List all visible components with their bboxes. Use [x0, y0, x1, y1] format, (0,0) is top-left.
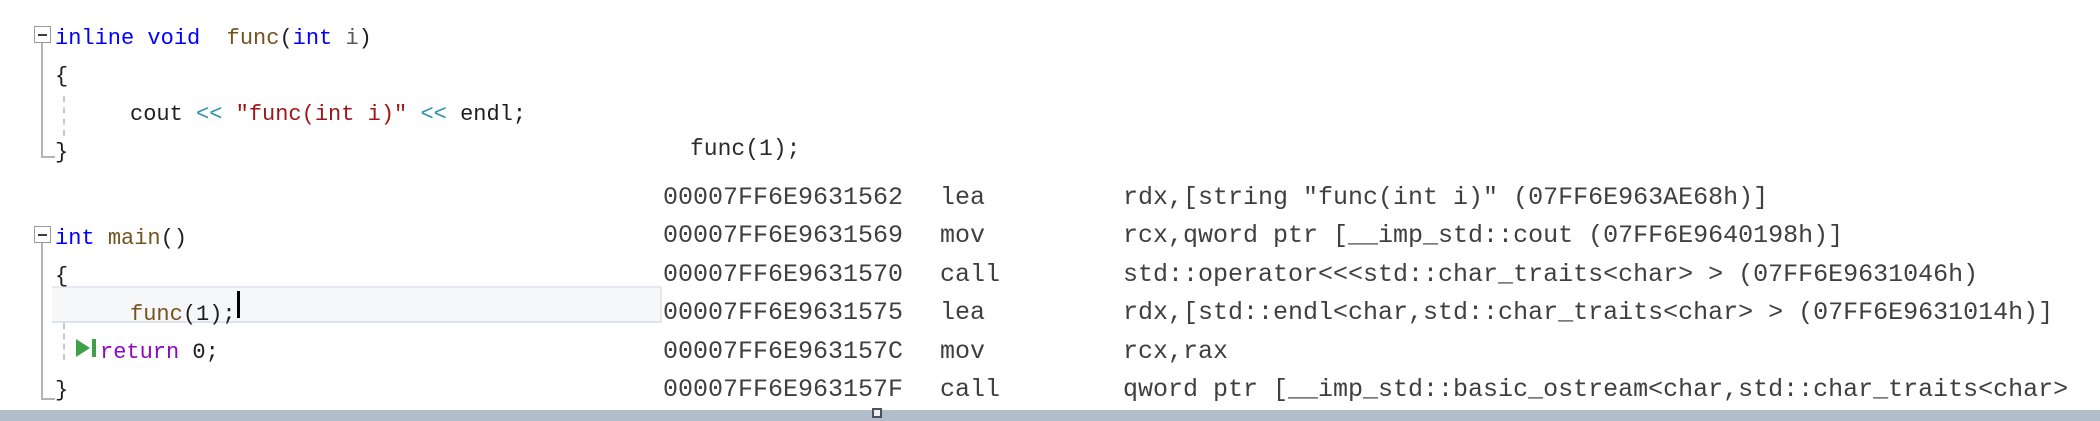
- code-token: [200, 26, 226, 51]
- code-token: return: [100, 340, 180, 365]
- indent-guide: [63, 292, 65, 360]
- outline-bracket-foot-func: [41, 156, 55, 158]
- disassembly-row[interactable]: 00007FF6E9631569 mov rcx,qword ptr [__imp_…: [0, 220, 2100, 254]
- code-line[interactable]: {: [55, 262, 68, 294]
- code-token: <<: [420, 102, 447, 127]
- code-token: [407, 102, 420, 127]
- window-edge-strip: [0, 408, 2100, 421]
- code-token: "func(int i)": [235, 102, 408, 127]
- disassembly-row[interactable]: 00007FF6E963157C mov rcx,rax: [0, 336, 2100, 370]
- disassembly-address: 00007FF6E963157C: [663, 337, 904, 366]
- code-token: }: [55, 140, 69, 165]
- code-line[interactable]: }: [55, 376, 68, 408]
- code-line[interactable]: {: [55, 62, 68, 94]
- code-token: main: [107, 226, 161, 251]
- code-token: func: [226, 26, 280, 51]
- disassembly-source-line[interactable]: func(1);: [690, 136, 801, 162]
- code-token: [222, 102, 235, 127]
- indent-guide: [63, 96, 65, 136]
- disassembly-address: 00007FF6E9631569: [663, 221, 904, 250]
- outline-bracket-foot-main: [41, 398, 55, 400]
- code-token: endl;: [446, 102, 527, 127]
- disassembly-operand: rcx,rax: [1123, 337, 1229, 366]
- collapse-toggle-func[interactable]: [34, 26, 51, 43]
- outline-bracket-main: [41, 243, 43, 398]
- minus-icon: [38, 233, 47, 236]
- disassembly-operand: rdx,[string "func(int i)" (07FF6E963AE68…: [1123, 183, 1769, 212]
- disassembly-row[interactable]: 00007FF6E963157F call qword ptr [__imp_std…: [0, 374, 2100, 408]
- code-token: inline void: [55, 26, 201, 51]
- code-line[interactable]: func(1);: [130, 300, 236, 332]
- disassembly-row[interactable]: 00007FF6E9631575 lea rdx,[std::endl<char,s…: [0, 297, 2100, 331]
- disassembly-address: 00007FF6E9631575: [663, 298, 904, 327]
- code-token: (): [160, 226, 188, 251]
- disassembly-address: 00007FF6E9631570: [663, 260, 904, 289]
- disassembly-mnemonic: call: [940, 375, 1001, 404]
- disassembly-mnemonic: call: [940, 260, 1001, 289]
- code-token: <<: [196, 102, 223, 127]
- disassembly-address: 00007FF6E963157F: [663, 375, 904, 404]
- disassembly-mnemonic: mov: [940, 337, 986, 366]
- play-triangle-icon: [76, 339, 90, 357]
- current-line-highlight: [52, 286, 662, 323]
- disassembly-mnemonic: lea: [940, 298, 986, 327]
- code-token: 0;: [179, 340, 219, 365]
- code-line[interactable]: return 0;: [100, 338, 219, 370]
- outline-bracket-func: [41, 43, 43, 156]
- disassembly-operand: rdx,[std::endl<char,std::char_traits<cha…: [1123, 298, 2054, 327]
- splitter-handle[interactable]: [872, 408, 882, 418]
- code-token: i: [345, 26, 359, 51]
- code-token: [332, 26, 345, 51]
- code-token: }: [55, 378, 69, 403]
- text-cursor: [237, 291, 240, 318]
- code-line[interactable]: inline void func(int i): [55, 24, 372, 56]
- code-token: func: [130, 302, 183, 327]
- code-token: (: [279, 26, 293, 51]
- code-token: ): [358, 26, 372, 51]
- code-token: cout: [130, 102, 197, 127]
- code-token: {: [55, 264, 69, 289]
- disassembly-operand: rcx,qword ptr [__imp_std::cout (07FF6E96…: [1123, 221, 1844, 250]
- minus-icon: [38, 33, 47, 36]
- disassembly-row[interactable]: 00007FF6E9631562 lea rdx,[string "func(int…: [0, 182, 2100, 216]
- code-token: int: [55, 226, 95, 251]
- disassembly-row[interactable]: 00007FF6E9631570 call std::operator<<<std:…: [0, 259, 2100, 293]
- collapse-toggle-main[interactable]: [34, 226, 51, 243]
- disassembly-mnemonic: mov: [940, 221, 986, 250]
- disassembly-operand: std::operator<<<std::char_traits<char> >…: [1123, 260, 1979, 289]
- disassembly-operand: qword ptr [__imp_std::basic_ostream<char…: [1123, 375, 2069, 404]
- code-line[interactable]: int main(): [55, 224, 187, 256]
- code-token: (1);: [182, 302, 236, 327]
- disassembly-mnemonic: lea: [940, 183, 986, 212]
- code-line[interactable]: cout << "func(int i)" << endl;: [130, 100, 526, 132]
- run-to-click-icon[interactable]: [76, 339, 100, 357]
- code-token: {: [55, 64, 69, 89]
- play-bar-icon: [92, 339, 96, 357]
- code-line[interactable]: }: [55, 138, 68, 170]
- disassembly-address: 00007FF6E9631562: [663, 183, 904, 212]
- code-token: int: [292, 26, 333, 51]
